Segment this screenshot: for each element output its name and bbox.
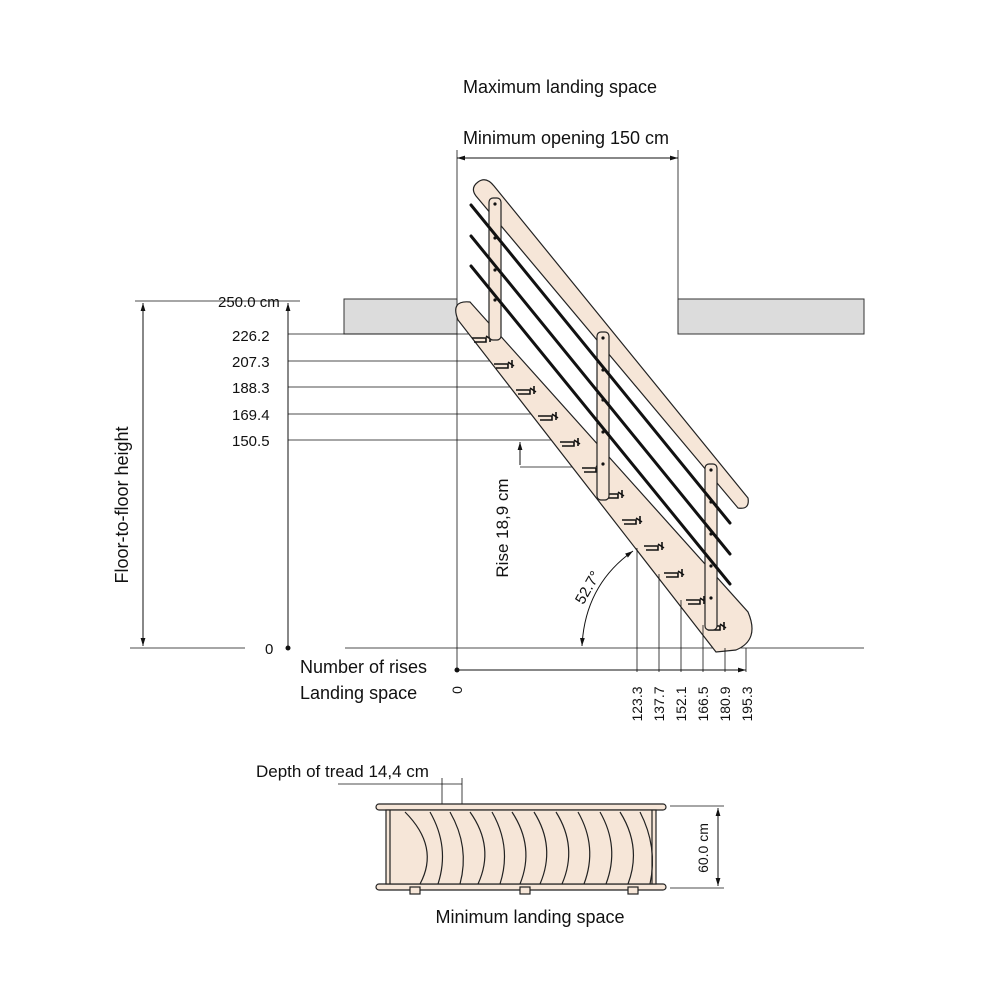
landing-space-label: Landing space: [300, 683, 417, 703]
min-opening-label: Minimum opening 150 cm: [463, 128, 669, 148]
height-label-zero: 0: [265, 641, 273, 658]
plan-view: [375, 803, 667, 895]
dist-label-166: 166.5: [695, 686, 711, 721]
height-label-188: 188.3: [232, 380, 270, 397]
handrail: [472, 179, 749, 509]
cable-rail-3: [469, 264, 732, 586]
height-axis-origin: [285, 645, 291, 651]
floor-height-label: Floor-to-floor height: [112, 426, 132, 583]
post-middle: [596, 331, 610, 501]
dist-label-195: 195.3: [739, 686, 755, 721]
horizontal-extension-lines: [636, 548, 747, 672]
height-label-207: 207.3: [232, 354, 270, 371]
landing-zero-label: 0: [449, 686, 465, 694]
cable-rail-2: [469, 234, 732, 556]
tread-depth-label: Depth of tread 14,4 cm: [256, 762, 429, 781]
upper-floor-slab-right: [677, 298, 865, 335]
landing-axis-origin: [454, 667, 460, 673]
dist-label-152: 152.1: [673, 686, 689, 721]
width-label: 60.0 cm: [695, 823, 711, 873]
max-landing-label: Maximum landing space: [463, 77, 657, 97]
angle-label: 52.7°: [572, 568, 604, 607]
upper-floor-slab-left: [343, 298, 458, 335]
dist-label-180: 180.9: [717, 686, 733, 721]
rise-label: Rise 18,9 cm: [493, 478, 512, 577]
number-of-rises-label: Number of rises: [300, 657, 427, 677]
dist-label-137: 137.7: [651, 686, 667, 721]
dist-label-123: 123.3: [629, 686, 645, 721]
height-label-150: 150.5: [232, 433, 270, 450]
post-bottom: [704, 463, 718, 631]
height-label-226: 226.2: [232, 328, 270, 345]
min-landing-label: Minimum landing space: [435, 907, 624, 927]
cable-rail-1: [469, 203, 732, 525]
height-label-250: 250.0 cm: [218, 294, 280, 311]
angle-arc: [579, 550, 634, 647]
tread-brackets: [472, 334, 727, 631]
height-label-169: 169.4: [232, 407, 270, 424]
